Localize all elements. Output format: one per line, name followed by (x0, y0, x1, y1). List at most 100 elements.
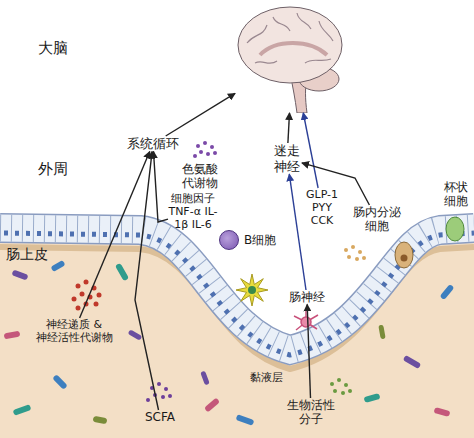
node-text: 大脑 (38, 39, 68, 57)
dot (161, 395, 165, 399)
text-node: 系统循环 (118, 136, 188, 152)
region-label: 肠上皮 (6, 246, 48, 264)
dot (164, 387, 168, 391)
scfa-dots (146, 382, 172, 402)
node-text: 神经递质 & 神经活性代谢物 (28, 318, 120, 344)
dot (330, 382, 334, 386)
dot (84, 302, 89, 307)
arrow-connector (288, 113, 290, 143)
node-text: 杯状细胞 (441, 180, 471, 209)
text-node: SCFA (140, 410, 180, 424)
node-text: 迷走神经 (272, 143, 302, 174)
b-cell-circle: B细胞 (219, 230, 239, 250)
node-text: GLP-1 PYY CCK (303, 188, 341, 228)
bacterium (11, 269, 28, 280)
bacterium (403, 355, 422, 369)
epithelium-outline (0, 228, 474, 350)
text-node: 细胞因子 TNF-α IL-1β IL-6 (168, 192, 218, 232)
bacterium (363, 393, 380, 403)
tryptophan-dots (193, 141, 217, 158)
dot (94, 302, 99, 307)
bacterium (128, 329, 143, 340)
dot (88, 295, 93, 300)
text-node: 肠内分泌细胞 (350, 205, 404, 234)
dot (146, 398, 150, 402)
node-text: 色氨酸代谢物 (180, 162, 220, 191)
bacteria (4, 260, 455, 426)
dot (351, 245, 355, 249)
text-node: 生物活性分子 (286, 398, 336, 427)
arrow-connector (307, 304, 310, 398)
bacterium (200, 371, 209, 386)
dot (80, 292, 85, 297)
dot (199, 150, 203, 154)
dendritic-body (236, 274, 268, 306)
bacterium (93, 416, 108, 424)
bacterium (52, 374, 68, 390)
cell-nuclei (0, 233, 474, 355)
dot (196, 144, 200, 148)
cell-nucleus (401, 255, 408, 262)
region-label: 黏液层 (250, 370, 283, 385)
arrow-connector (154, 152, 169, 222)
bacterium (433, 407, 450, 417)
dot (347, 255, 351, 259)
node-text: 细胞因子 TNF-α IL-1β IL-6 (168, 192, 218, 232)
dot (150, 386, 154, 390)
neuron-body (301, 317, 311, 327)
text-node: 肠神经 (286, 290, 328, 304)
text-node: 迷走神经 (272, 143, 302, 174)
text-node: GLP-1 PYY CCK (303, 188, 341, 228)
dot (92, 286, 97, 291)
dot (153, 393, 157, 397)
dendritic-cell (236, 274, 268, 306)
dot (76, 306, 81, 311)
arrow-connector (166, 93, 235, 136)
dot (97, 293, 102, 298)
dot (206, 152, 210, 156)
node-text: 系统循环 (118, 136, 188, 152)
dot (362, 256, 366, 260)
bacterium (440, 284, 455, 300)
text-node: 色氨酸代谢物 (180, 162, 220, 191)
cerebrum (238, 7, 342, 83)
dot (157, 382, 161, 386)
dot (333, 389, 337, 393)
bacterium (115, 263, 129, 282)
text-node: 杯状细胞 (441, 180, 471, 209)
epithelium-cells (0, 228, 474, 350)
goblet-cell (446, 217, 464, 241)
dot (358, 250, 362, 254)
arrow-connector (80, 152, 150, 318)
bacterium (4, 331, 21, 340)
node-text: 肠内分泌细胞 (350, 205, 404, 234)
enteric-neuron (294, 310, 318, 330)
dot (344, 383, 348, 387)
region-label: 外周 (38, 160, 68, 179)
dot (210, 145, 214, 149)
dot (337, 378, 341, 382)
brain-gyri (247, 13, 333, 63)
dot (168, 394, 172, 398)
dot (203, 141, 207, 145)
neurotransmitter-dots (72, 280, 102, 311)
dot (76, 284, 81, 289)
node-text: B细胞 (244, 233, 276, 247)
bacterium (378, 325, 385, 340)
dot (213, 151, 217, 155)
cell-walls (0, 228, 474, 350)
brain-node: 大脑 (235, 3, 350, 113)
arrow-connector (303, 113, 318, 188)
bioactive-dots (330, 378, 352, 395)
arrow-connector (289, 174, 306, 290)
bacterium (13, 404, 32, 416)
brain-illustration (235, 3, 350, 113)
dot (344, 248, 348, 252)
dot (341, 391, 345, 395)
dot (84, 280, 89, 285)
dot (348, 389, 352, 393)
dot (355, 257, 359, 261)
